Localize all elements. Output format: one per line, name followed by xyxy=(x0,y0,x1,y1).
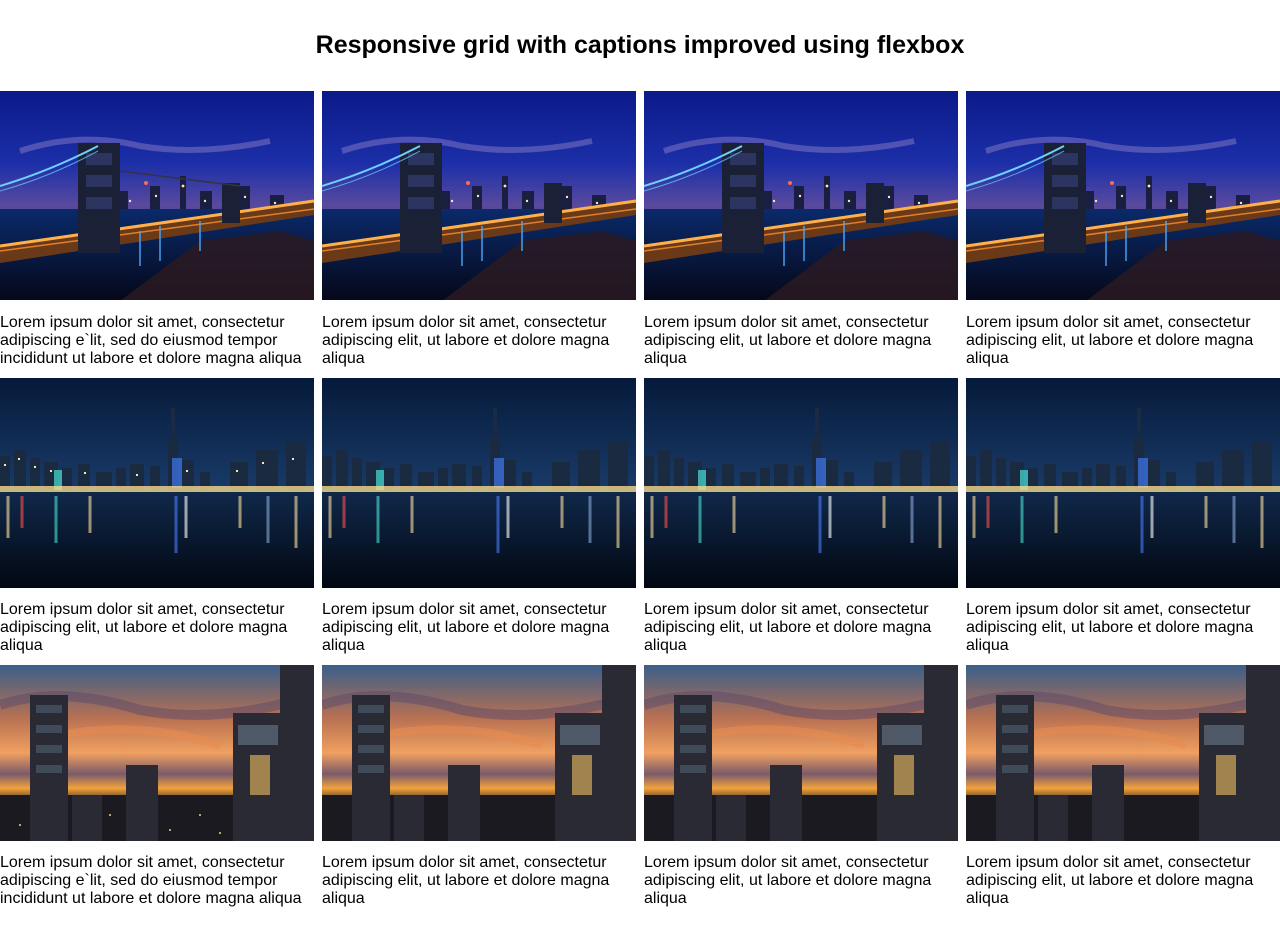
sunset-towers-photo[interactable] xyxy=(0,665,314,841)
page-title: Responsive grid with captions improved u… xyxy=(315,31,965,59)
grid-card-caption: Lorem ipsum dolor sit amet, consectetur … xyxy=(966,854,1254,907)
grid-card-caption: Lorem ipsum dolor sit amet, consectetur … xyxy=(644,314,932,367)
grid-card[interactable]: Lorem ipsum dolor sit amet, consectetur … xyxy=(966,665,1280,918)
grid-card[interactable]: Lorem ipsum dolor sit amet, consectetur … xyxy=(0,378,314,665)
grid-card[interactable]: Lorem ipsum dolor sit amet, consectetur … xyxy=(322,665,636,918)
grid-card-caption: Lorem ipsum dolor sit amet, consectetur … xyxy=(0,854,302,907)
image-grid: Lorem ipsum dolor sit amet, consectetur … xyxy=(0,91,1280,918)
grid-card-caption: Lorem ipsum dolor sit amet, consectetur … xyxy=(0,314,302,367)
sunset-towers-photo[interactable] xyxy=(644,665,958,841)
grid-card[interactable]: Lorem ipsum dolor sit amet, consectetur … xyxy=(644,665,958,918)
sunset-towers-photo[interactable] xyxy=(966,665,1280,841)
grid-card[interactable]: Lorem ipsum dolor sit amet, consectetur … xyxy=(0,91,314,378)
grid-card[interactable]: Lorem ipsum dolor sit amet, consectetur … xyxy=(322,378,636,665)
grid-card[interactable]: Lorem ipsum dolor sit amet, consectetur … xyxy=(644,378,958,665)
bridge-night-photo[interactable] xyxy=(644,91,958,300)
grid-card-caption: Lorem ipsum dolor sit amet, consectetur … xyxy=(644,601,932,654)
grid-card-caption: Lorem ipsum dolor sit amet, consectetur … xyxy=(966,314,1254,367)
grid-card-caption: Lorem ipsum dolor sit amet, consectetur … xyxy=(0,601,288,654)
grid-card-caption: Lorem ipsum dolor sit amet, consectetur … xyxy=(322,314,610,367)
skyline-reflection-photo[interactable] xyxy=(0,378,314,588)
grid-card-caption: Lorem ipsum dolor sit amet, consectetur … xyxy=(322,601,610,654)
grid-row-sunset: Lorem ipsum dolor sit amet, consectetur … xyxy=(0,665,1280,918)
grid-card-caption: Lorem ipsum dolor sit amet, consectetur … xyxy=(322,854,610,907)
bridge-night-photo[interactable] xyxy=(322,91,636,300)
sunset-towers-photo[interactable] xyxy=(322,665,636,841)
skyline-reflection-photo[interactable] xyxy=(644,378,958,588)
grid-card[interactable]: Lorem ipsum dolor sit amet, consectetur … xyxy=(966,378,1280,665)
grid-card[interactable]: Lorem ipsum dolor sit amet, consectetur … xyxy=(322,91,636,378)
grid-card-caption: Lorem ipsum dolor sit amet, consectetur … xyxy=(966,601,1254,654)
grid-row-skyline: Lorem ipsum dolor sit amet, consectetur … xyxy=(0,378,1280,665)
bridge-night-photo[interactable] xyxy=(0,91,314,300)
grid-card[interactable]: Lorem ipsum dolor sit amet, consectetur … xyxy=(644,91,958,378)
skyline-reflection-photo[interactable] xyxy=(322,378,636,588)
grid-card[interactable]: Lorem ipsum dolor sit amet, consectetur … xyxy=(966,91,1280,378)
skyline-reflection-photo[interactable] xyxy=(966,378,1280,588)
grid-card[interactable]: Lorem ipsum dolor sit amet, consectetur … xyxy=(0,665,314,918)
grid-card-caption: Lorem ipsum dolor sit amet, consectetur … xyxy=(644,854,932,907)
grid-row-bridge: Lorem ipsum dolor sit amet, consectetur … xyxy=(0,91,1280,378)
bridge-night-photo[interactable] xyxy=(966,91,1280,300)
